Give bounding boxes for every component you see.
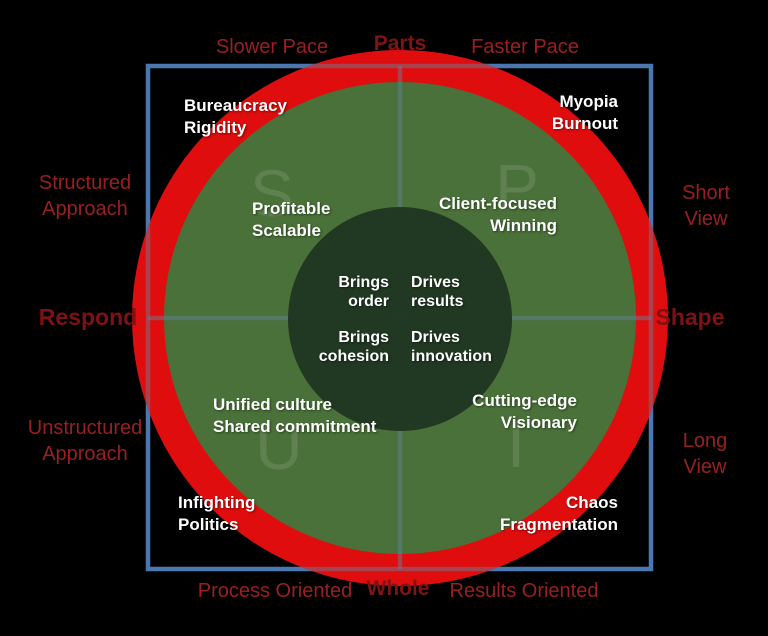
quadrant-letter-group: S P U I — [250, 150, 539, 483]
blue-frame-square-overlay — [145, 63, 654, 572]
quadrant-letter-s: S — [250, 156, 294, 230]
quadrant-letter-u: U — [255, 409, 303, 483]
quadrant-letter-p: P — [495, 150, 539, 224]
quadrant-letter-i: I — [507, 407, 525, 481]
center-dark-circle — [288, 207, 512, 431]
